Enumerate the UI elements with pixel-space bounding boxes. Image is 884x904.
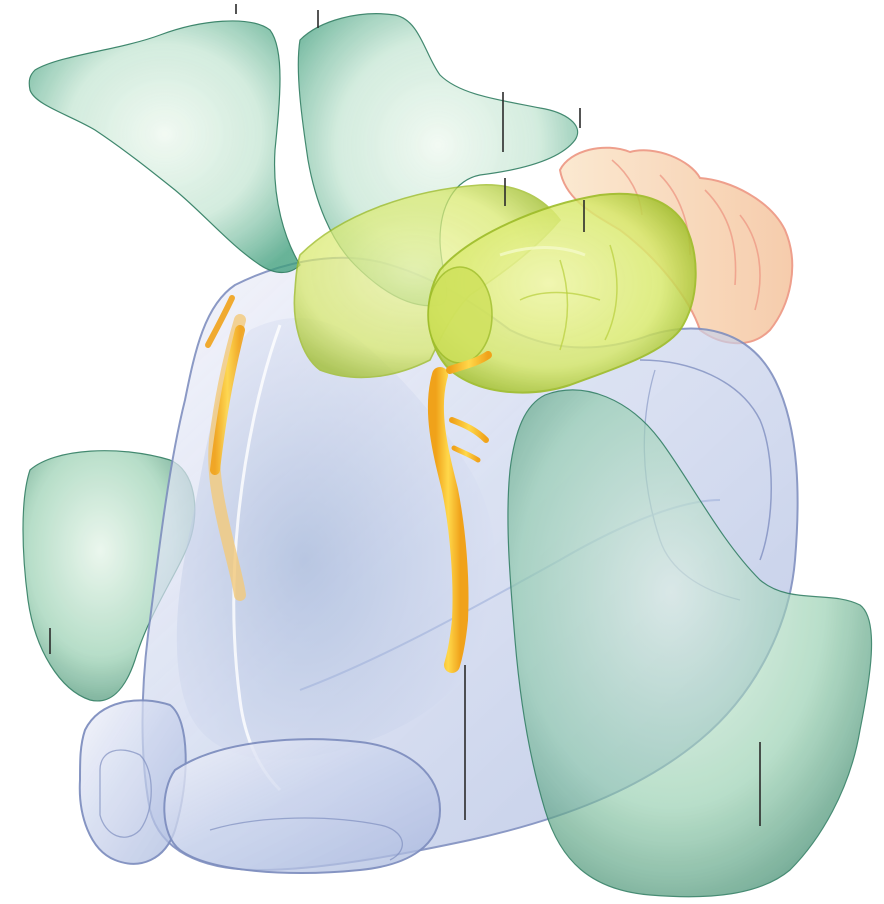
anatomy-figure <box>0 0 884 904</box>
illustration-canvas <box>0 0 884 904</box>
